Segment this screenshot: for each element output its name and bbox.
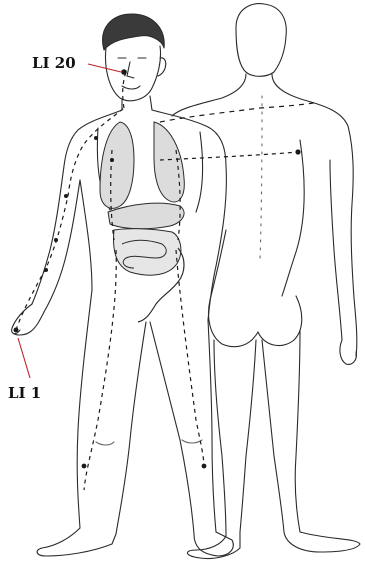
front-torso-left [80, 180, 92, 290]
front-face [106, 46, 161, 101]
point-li1 [14, 328, 19, 333]
leader-lines [18, 64, 121, 378]
front-foot-right [194, 532, 233, 556]
lung-left [100, 122, 134, 208]
back-foot-left [187, 532, 240, 559]
label-li20: LI 20 [32, 54, 76, 72]
front-hair [103, 14, 165, 50]
back-leg-right [262, 340, 284, 532]
back-figure [172, 4, 360, 559]
point-li20 [121, 69, 127, 75]
back-torso [282, 140, 304, 296]
front-foot-left [37, 528, 116, 556]
back-foot-right [284, 532, 360, 552]
front-figure [12, 14, 234, 556]
back-head [236, 4, 286, 77]
small-intestine [114, 229, 181, 276]
front-leg-left [77, 290, 92, 528]
back-shoulders [172, 74, 348, 126]
front-arm-left [32, 166, 64, 304]
back-hand-right [340, 340, 356, 364]
label-li1: LI 1 [8, 384, 41, 402]
back-leg-left [214, 340, 226, 536]
back-buttocks [209, 296, 302, 347]
front-neck [122, 96, 152, 110]
liver [108, 203, 184, 229]
back-arm-right [348, 126, 357, 356]
leader-li20 [88, 64, 121, 72]
leader-li1 [18, 338, 30, 378]
